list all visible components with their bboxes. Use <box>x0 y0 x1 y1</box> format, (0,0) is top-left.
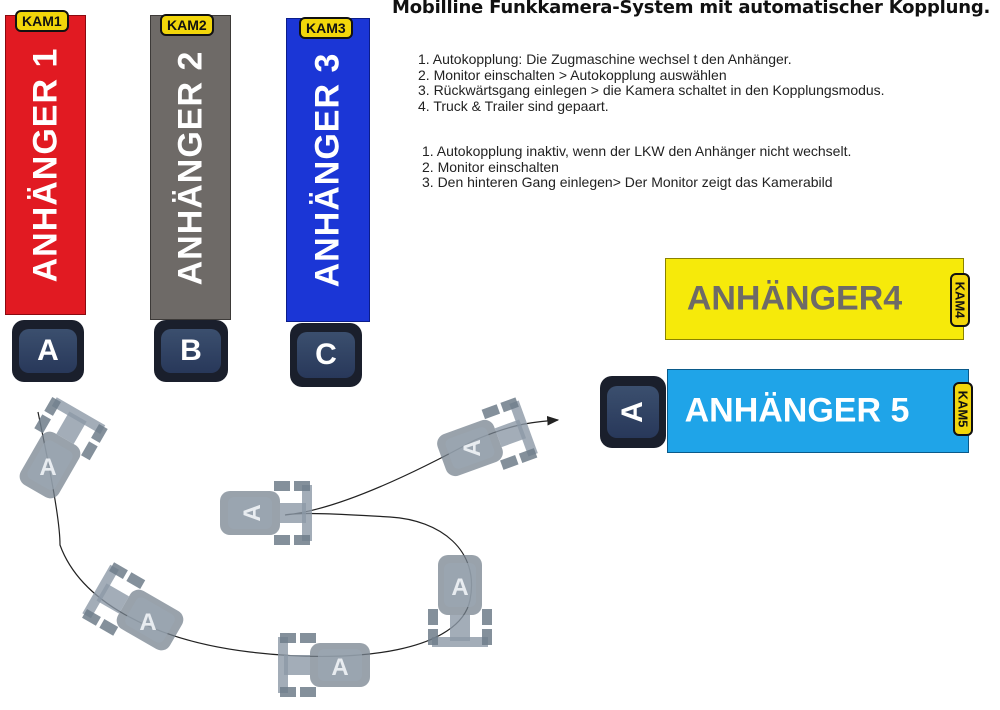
ghost-tractor-label: A <box>331 654 348 681</box>
ghost-tractor-label: A <box>451 574 468 601</box>
step-item: 1. Autokopplung: Die Zugmaschine wechsel… <box>418 51 792 67</box>
camera-badge-3: KAM3 <box>299 17 353 39</box>
step-item: 3. Den hinteren Gang einlegen> Der Monit… <box>422 174 833 190</box>
step-item: 1. Autokopplung inaktiv, wenn der LKW de… <box>422 143 852 159</box>
ghost-tractor-label: A <box>39 454 56 481</box>
trailer-3: ANHÄNGER 3 <box>286 18 370 322</box>
cab-windshield <box>19 328 77 374</box>
trailer-5-label: ANHÄNGER 5 <box>684 391 910 430</box>
tractor-letter: A <box>37 334 59 367</box>
cab-windshield <box>606 386 660 438</box>
step-item: 2. Monitor einschalten <box>422 158 559 175</box>
tractor-cab-c: C <box>290 323 362 387</box>
trailer-5: ANHÄNGER 5 <box>667 369 969 453</box>
step-item: 4. Truck & Trailer sind gepaart. <box>418 97 609 114</box>
ghost-tractor-label: A <box>239 504 266 521</box>
camera-badge-5: KAM5 <box>953 382 973 436</box>
tractor-letter: C <box>315 338 337 371</box>
camera-badge-1: KAM1 <box>15 10 69 32</box>
ghost-tractor: A <box>278 633 370 697</box>
ghost-tractor: A <box>220 481 312 545</box>
camera-badge-2: KAM2 <box>160 14 214 36</box>
step-item: 2. Monitor einschalten > Autokopplung au… <box>418 66 727 83</box>
ghost-tractor: A <box>430 396 540 489</box>
auto-coupling-steps: 1. Autokopplung: Die Zugmaschine wechsel… <box>418 51 885 114</box>
trailer-4: ANHÄNGER4 <box>665 258 964 340</box>
tractor-cab-b: B <box>154 320 228 382</box>
ghost-tractor: A <box>7 395 109 507</box>
diagram-title: Mobilline Funkkamera-System mit automati… <box>392 0 991 18</box>
ghost-tractor: A <box>428 555 492 647</box>
ghost-tractor: A <box>80 561 192 663</box>
trailer-2: ANHÄNGER 2 <box>150 15 231 320</box>
manual-steps: 1. Autokopplung inaktiv, wenn der LKW de… <box>422 143 852 191</box>
tractor-cab-coupled: A <box>600 376 666 448</box>
ghost-tractor-label: A <box>459 439 486 456</box>
tractor-cab-a: A <box>12 320 84 382</box>
trailer-1: ANHÄNGER 1 <box>5 15 86 315</box>
tractor-letter: B <box>180 334 202 367</box>
camera-badge-4: KAM4 <box>950 273 970 327</box>
trailer-4-label: ANHÄNGER4 <box>686 279 903 318</box>
ghost-tractor-label: A <box>139 609 156 636</box>
cab-windshield <box>297 331 355 379</box>
cab-windshield <box>161 328 221 374</box>
step-item: 3. Rückwärtsgang einlegen > die Kamera s… <box>418 82 885 98</box>
